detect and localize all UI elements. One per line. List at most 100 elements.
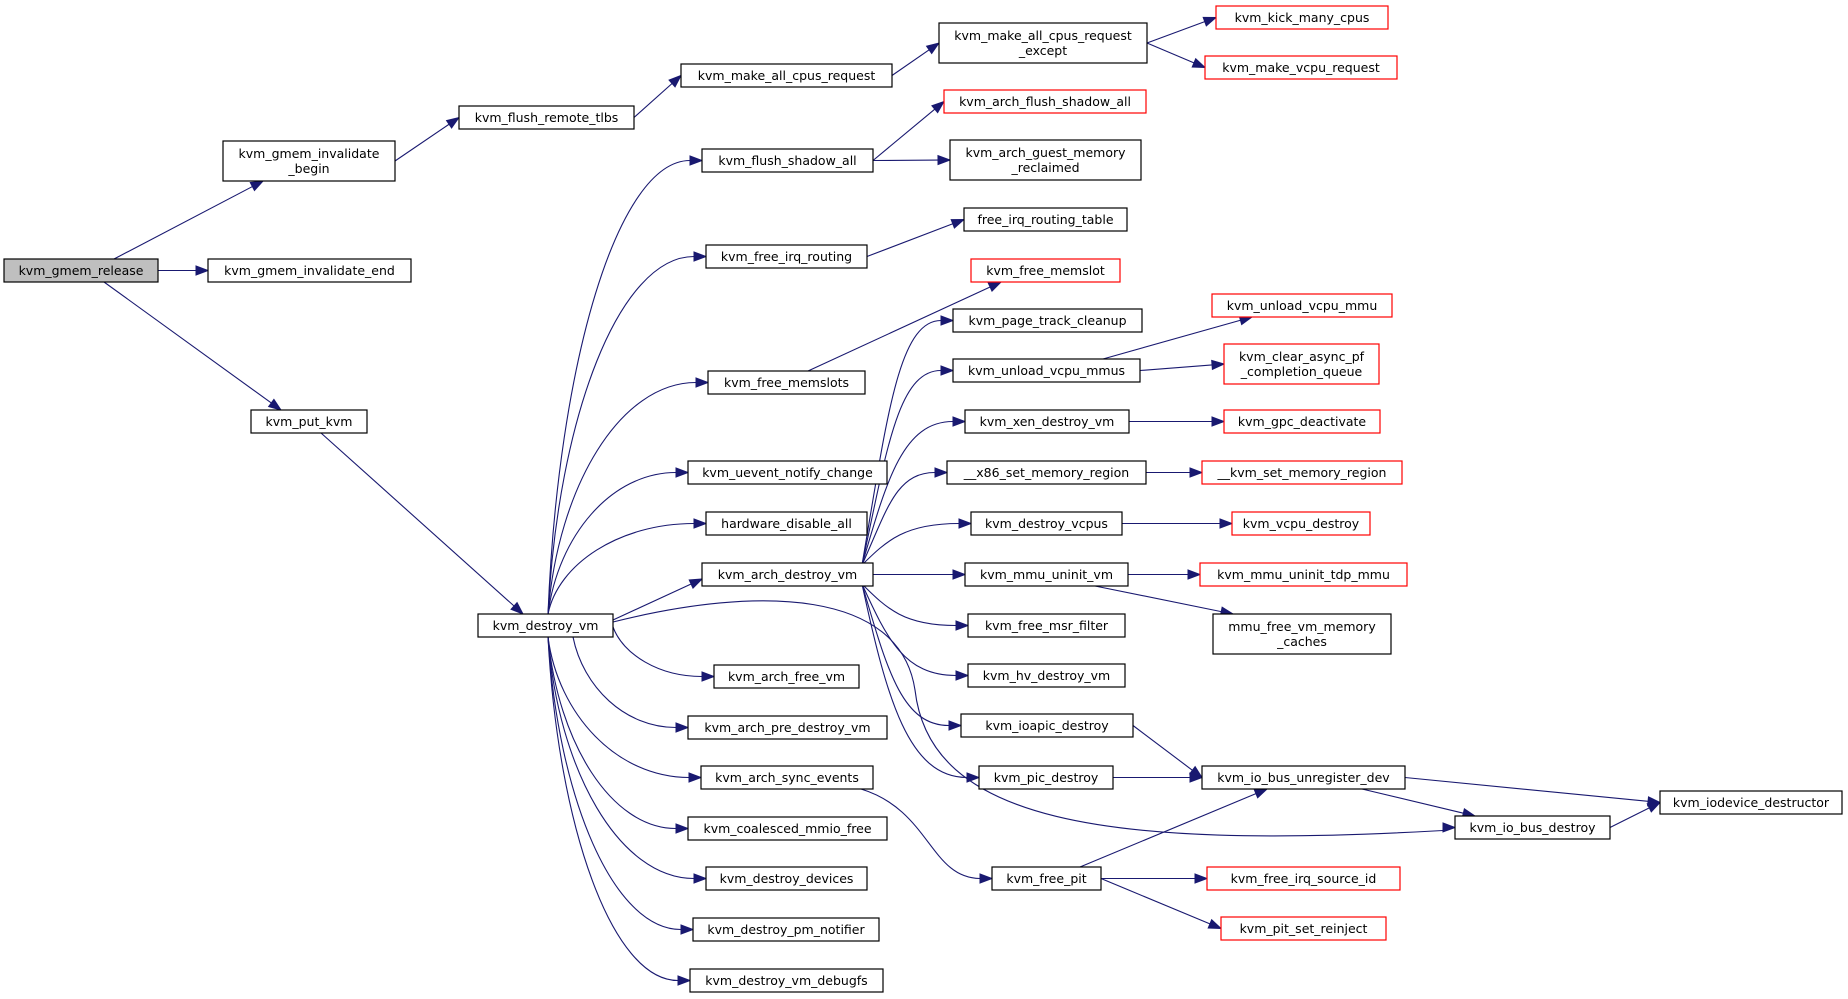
node-label: kvm_uevent_notify_change xyxy=(702,465,873,480)
arrowhead-flush_shadow-to-arch_guest_mem xyxy=(937,154,952,166)
node-arch-guest-mem[interactable]: kvm_arch_guest_memory_reclaimed xyxy=(949,139,1142,181)
arrowhead-destroy_vm-to-destroy_debugfs xyxy=(677,975,692,986)
node-free-pit[interactable]: kvm_free_pit xyxy=(991,866,1102,891)
arrowhead-destroy_vm-to-free_memslots xyxy=(695,377,710,388)
node-io-bus-unreg[interactable]: kvm_io_bus_unregister_dev xyxy=(1201,765,1406,790)
node-x86-set-mem[interactable]: __x86_set_memory_region xyxy=(946,460,1147,485)
node-label: kvm_pit_set_reinject xyxy=(1240,921,1368,936)
edge-io_bus_unreg-to-io_bus_destroy xyxy=(1361,788,1464,814)
node-arch-free-vm[interactable]: kvm_arch_free_vm xyxy=(713,664,860,689)
node-unload-mmu[interactable]: kvm_unload_vcpu_mmu xyxy=(1211,293,1393,318)
node-make-all-except[interactable]: kvm_make_all_cpus_request_except xyxy=(938,22,1148,64)
node-label: kvm_gmem_invalidate xyxy=(239,146,380,161)
node-iodevice-destructor[interactable]: kvm_iodevice_destructor xyxy=(1659,790,1843,815)
node-box xyxy=(689,968,884,993)
node-box xyxy=(705,511,868,536)
node-label: kvm_iodevice_destructor xyxy=(1673,795,1830,810)
node-free-msr[interactable]: kvm_free_msr_filter xyxy=(967,613,1126,638)
node-flush-tlbs[interactable]: kvm_flush_remote_tlbs xyxy=(458,105,635,130)
edge-arch_destroy_vm-to-page_track xyxy=(861,319,942,566)
node-destroy-devices[interactable]: kvm_destroy_devices xyxy=(705,866,868,891)
edge-flush_shadow-to-arch_flush_shadow xyxy=(872,108,936,161)
node-mmu-free-caches[interactable]: mmu_free_vm_memory_caches xyxy=(1212,613,1392,655)
edge-destroy_vm-to-destroy_debugfs xyxy=(547,636,679,982)
node-label: kvm_free_pit xyxy=(1006,871,1086,886)
node-free-memslots[interactable]: kvm_free_memslots xyxy=(707,370,866,395)
node-destroy-pm[interactable]: kvm_destroy_pm_notifier xyxy=(692,917,880,942)
node-flush-shadow[interactable]: kvm_flush_shadow_all xyxy=(701,148,874,173)
node-box xyxy=(687,460,888,485)
node-unload-mmus[interactable]: kvm_unload_vcpu_mmus xyxy=(952,358,1141,383)
node-free-irq-source[interactable]: kvm_free_irq_source_id xyxy=(1206,866,1401,891)
node-destroy-vm[interactable]: kvm_destroy_vm xyxy=(477,613,614,638)
arrowhead-destroy_vm-to-arch_free_vm xyxy=(701,671,716,682)
edge-destroy_vm-to-free_irq_routing xyxy=(547,255,695,615)
node-coalesced[interactable]: kvm_coalesced_mmio_free xyxy=(687,816,888,841)
node-arch-sync-events[interactable]: kvm_arch_sync_events xyxy=(700,765,874,790)
arrowhead-destroy_vm-to-hw_disable xyxy=(693,518,708,529)
node-label: kvm_arch_flush_shadow_all xyxy=(959,94,1131,109)
node-mmu-uninit[interactable]: kvm_mmu_uninit_vm xyxy=(964,562,1129,587)
node-uevent[interactable]: kvm_uevent_notify_change xyxy=(687,460,888,485)
node-box xyxy=(949,139,1142,181)
edge-destroy_vm-to-hw_disable xyxy=(547,522,695,615)
node-io-bus-destroy[interactable]: kvm_io_bus_destroy xyxy=(1454,815,1611,840)
arrowhead-io_bus_destroy-to-iodevice_destructor xyxy=(1646,801,1662,813)
arrowhead-destroy_vm-to-destroy_devices xyxy=(693,873,708,884)
arrowhead-arch_sync_events-to-free_pit xyxy=(979,873,994,884)
node-put-kvm[interactable]: kvm_put_kvm xyxy=(250,409,368,434)
node-inv-end[interactable]: kvm_gmem_invalidate_end xyxy=(207,258,412,283)
node-label: kvm_make_all_cpus_request xyxy=(698,68,876,83)
arrowhead-put_kvm-to-destroy_vm xyxy=(510,601,525,615)
node-box xyxy=(1659,790,1843,815)
edge-arch_sync_events-to-free_pit xyxy=(860,788,981,880)
node-kvm-set-mem[interactable]: __kvm_set_memory_region xyxy=(1201,460,1403,485)
node-box xyxy=(943,89,1147,114)
edge-io_bus_unreg-to-iodevice_destructor xyxy=(1404,776,1649,802)
arrowhead-arch_destroy_vm-to-xen_destroy xyxy=(952,416,967,427)
edges-layer xyxy=(103,16,1662,986)
arrowhead-free_pit-to-free_irq_source xyxy=(1194,873,1209,884)
node-pic-destroy[interactable]: kvm_pic_destroy xyxy=(978,765,1114,790)
node-clear-async[interactable]: kvm_clear_async_pf_completion_queue xyxy=(1223,343,1380,385)
node-destroy-vcpus[interactable]: kvm_destroy_vcpus xyxy=(970,511,1123,536)
arrowhead-arch_destroy_vm-to-hv_destroy xyxy=(955,670,970,681)
node-make-all[interactable]: kvm_make_all_cpus_request xyxy=(680,63,893,88)
edge-make_all_except-to-kick_many xyxy=(1146,21,1205,44)
node-gpc-deactivate[interactable]: kvm_gpc_deactivate xyxy=(1223,409,1381,434)
node-xen-destroy[interactable]: kvm_xen_destroy_vm xyxy=(964,409,1130,434)
arrowhead-destroy_vcpus-to-vcpu_destroy xyxy=(1219,518,1234,529)
node-box xyxy=(970,258,1121,283)
node-kick-many[interactable]: kvm_kick_many_cpus xyxy=(1215,5,1389,30)
node-box xyxy=(687,816,888,841)
edge-release-to-put_kvm xyxy=(103,281,272,404)
edge-arch_destroy_vm-to-xen_destroy xyxy=(861,420,954,566)
node-arch-destroy-vm[interactable]: kvm_arch_destroy_vm xyxy=(701,562,874,587)
arrowhead-free_irq_routing-to-free_irq_table xyxy=(950,218,966,229)
arrowhead-make_all_except-to-kick_many xyxy=(1202,16,1218,27)
node-mmu-uninit-tdp[interactable]: kvm_mmu_uninit_tdp_mmu xyxy=(1199,562,1408,587)
node-box xyxy=(687,715,888,740)
arrowhead-destroy_vm-to-io_bus_destroy xyxy=(1442,822,1457,833)
node-vcpu-destroy[interactable]: kvm_vcpu_destroy xyxy=(1231,511,1371,536)
node-arch-flush-shadow[interactable]: kvm_arch_flush_shadow_all xyxy=(943,89,1147,114)
node-box xyxy=(713,664,860,689)
node-ioapic-destroy[interactable]: kvm_ioapic_destroy xyxy=(960,713,1134,738)
node-free-irq-routing[interactable]: kvm_free_irq_routing xyxy=(705,244,868,269)
edge-ioapic_destroy-to-io_bus_unreg xyxy=(1132,725,1193,771)
node-hv-destroy[interactable]: kvm_hv_destroy_vm xyxy=(967,663,1126,688)
node-page-track[interactable]: kvm_page_track_cleanup xyxy=(952,308,1143,333)
node-arch-pre-destroy[interactable]: kvm_arch_pre_destroy_vm xyxy=(687,715,888,740)
node-destroy-debugfs[interactable]: kvm_destroy_vm_debugfs xyxy=(689,968,884,993)
node-inv-begin[interactable]: kvm_gmem_invalidate_begin xyxy=(222,140,396,182)
node-hw-disable[interactable]: hardware_disable_all xyxy=(705,511,868,536)
node-release[interactable]: kvm_gmem_release xyxy=(3,258,159,283)
node-label: kvm_make_all_cpus_request xyxy=(954,28,1132,43)
node-box xyxy=(1220,916,1387,941)
node-pit-reinject[interactable]: kvm_pit_set_reinject xyxy=(1220,916,1387,941)
node-label: kvm_arch_guest_memory xyxy=(965,145,1126,160)
node-free-memslot[interactable]: kvm_free_memslot xyxy=(970,258,1121,283)
node-make-vcpu-req[interactable]: kvm_make_vcpu_request xyxy=(1204,55,1398,80)
node-box xyxy=(960,713,1134,738)
node-free-irq-table[interactable]: free_irq_routing_table xyxy=(963,207,1128,232)
